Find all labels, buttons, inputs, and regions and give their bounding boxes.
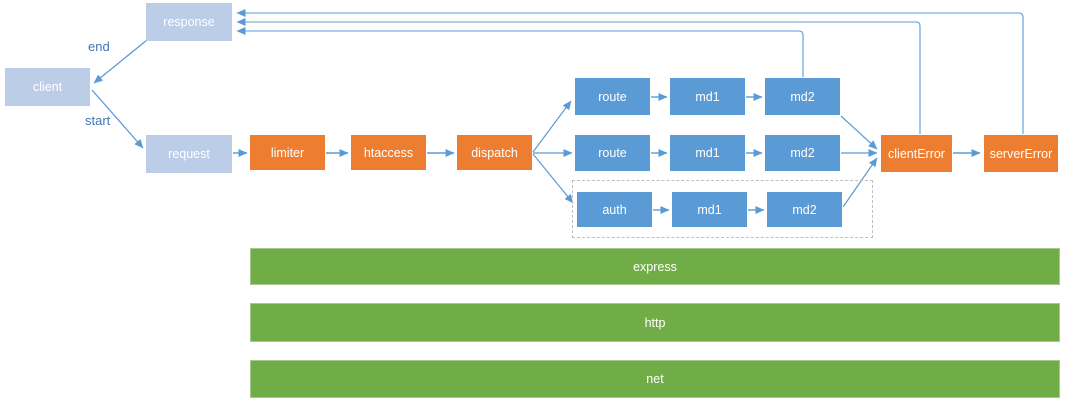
edge-label-start: start bbox=[85, 113, 111, 128]
node-serverError: serverError bbox=[984, 135, 1058, 172]
edge-serverError-response bbox=[236, 9, 1024, 134]
node-md1-row2: md1 bbox=[670, 135, 745, 171]
node-route-row1: route bbox=[575, 78, 650, 115]
node-limiter: limiter bbox=[250, 135, 325, 170]
node-md2-row3: md2 bbox=[767, 192, 842, 227]
node-auth: auth bbox=[577, 192, 652, 227]
node-client: client bbox=[5, 68, 90, 106]
auth-chain-group-outline bbox=[572, 180, 873, 238]
layer-bar-net: net bbox=[250, 360, 1060, 398]
node-request: request bbox=[146, 135, 232, 173]
node-md2-row2: md2 bbox=[765, 135, 840, 171]
node-dispatch: dispatch bbox=[457, 135, 532, 170]
node-md1-row3: md1 bbox=[672, 192, 747, 227]
edge-dispatch-auth bbox=[532, 153, 574, 204]
node-htaccess: htaccess bbox=[351, 135, 426, 170]
node-route-row2: route bbox=[575, 135, 650, 171]
node-response: response bbox=[146, 3, 232, 41]
edge-md2row1-clientError bbox=[840, 115, 878, 150]
layer-bar-http: http bbox=[250, 303, 1060, 342]
node-md2-row1: md2 bbox=[765, 78, 840, 115]
edge-label-end: end bbox=[88, 39, 110, 54]
edge-md2row1-response bbox=[236, 27, 804, 77]
layer-bar-express: express bbox=[250, 248, 1060, 285]
node-md1-row1: md1 bbox=[670, 78, 745, 115]
edge-dispatch-route1 bbox=[532, 100, 572, 153]
node-clientError: clientError bbox=[881, 135, 952, 172]
